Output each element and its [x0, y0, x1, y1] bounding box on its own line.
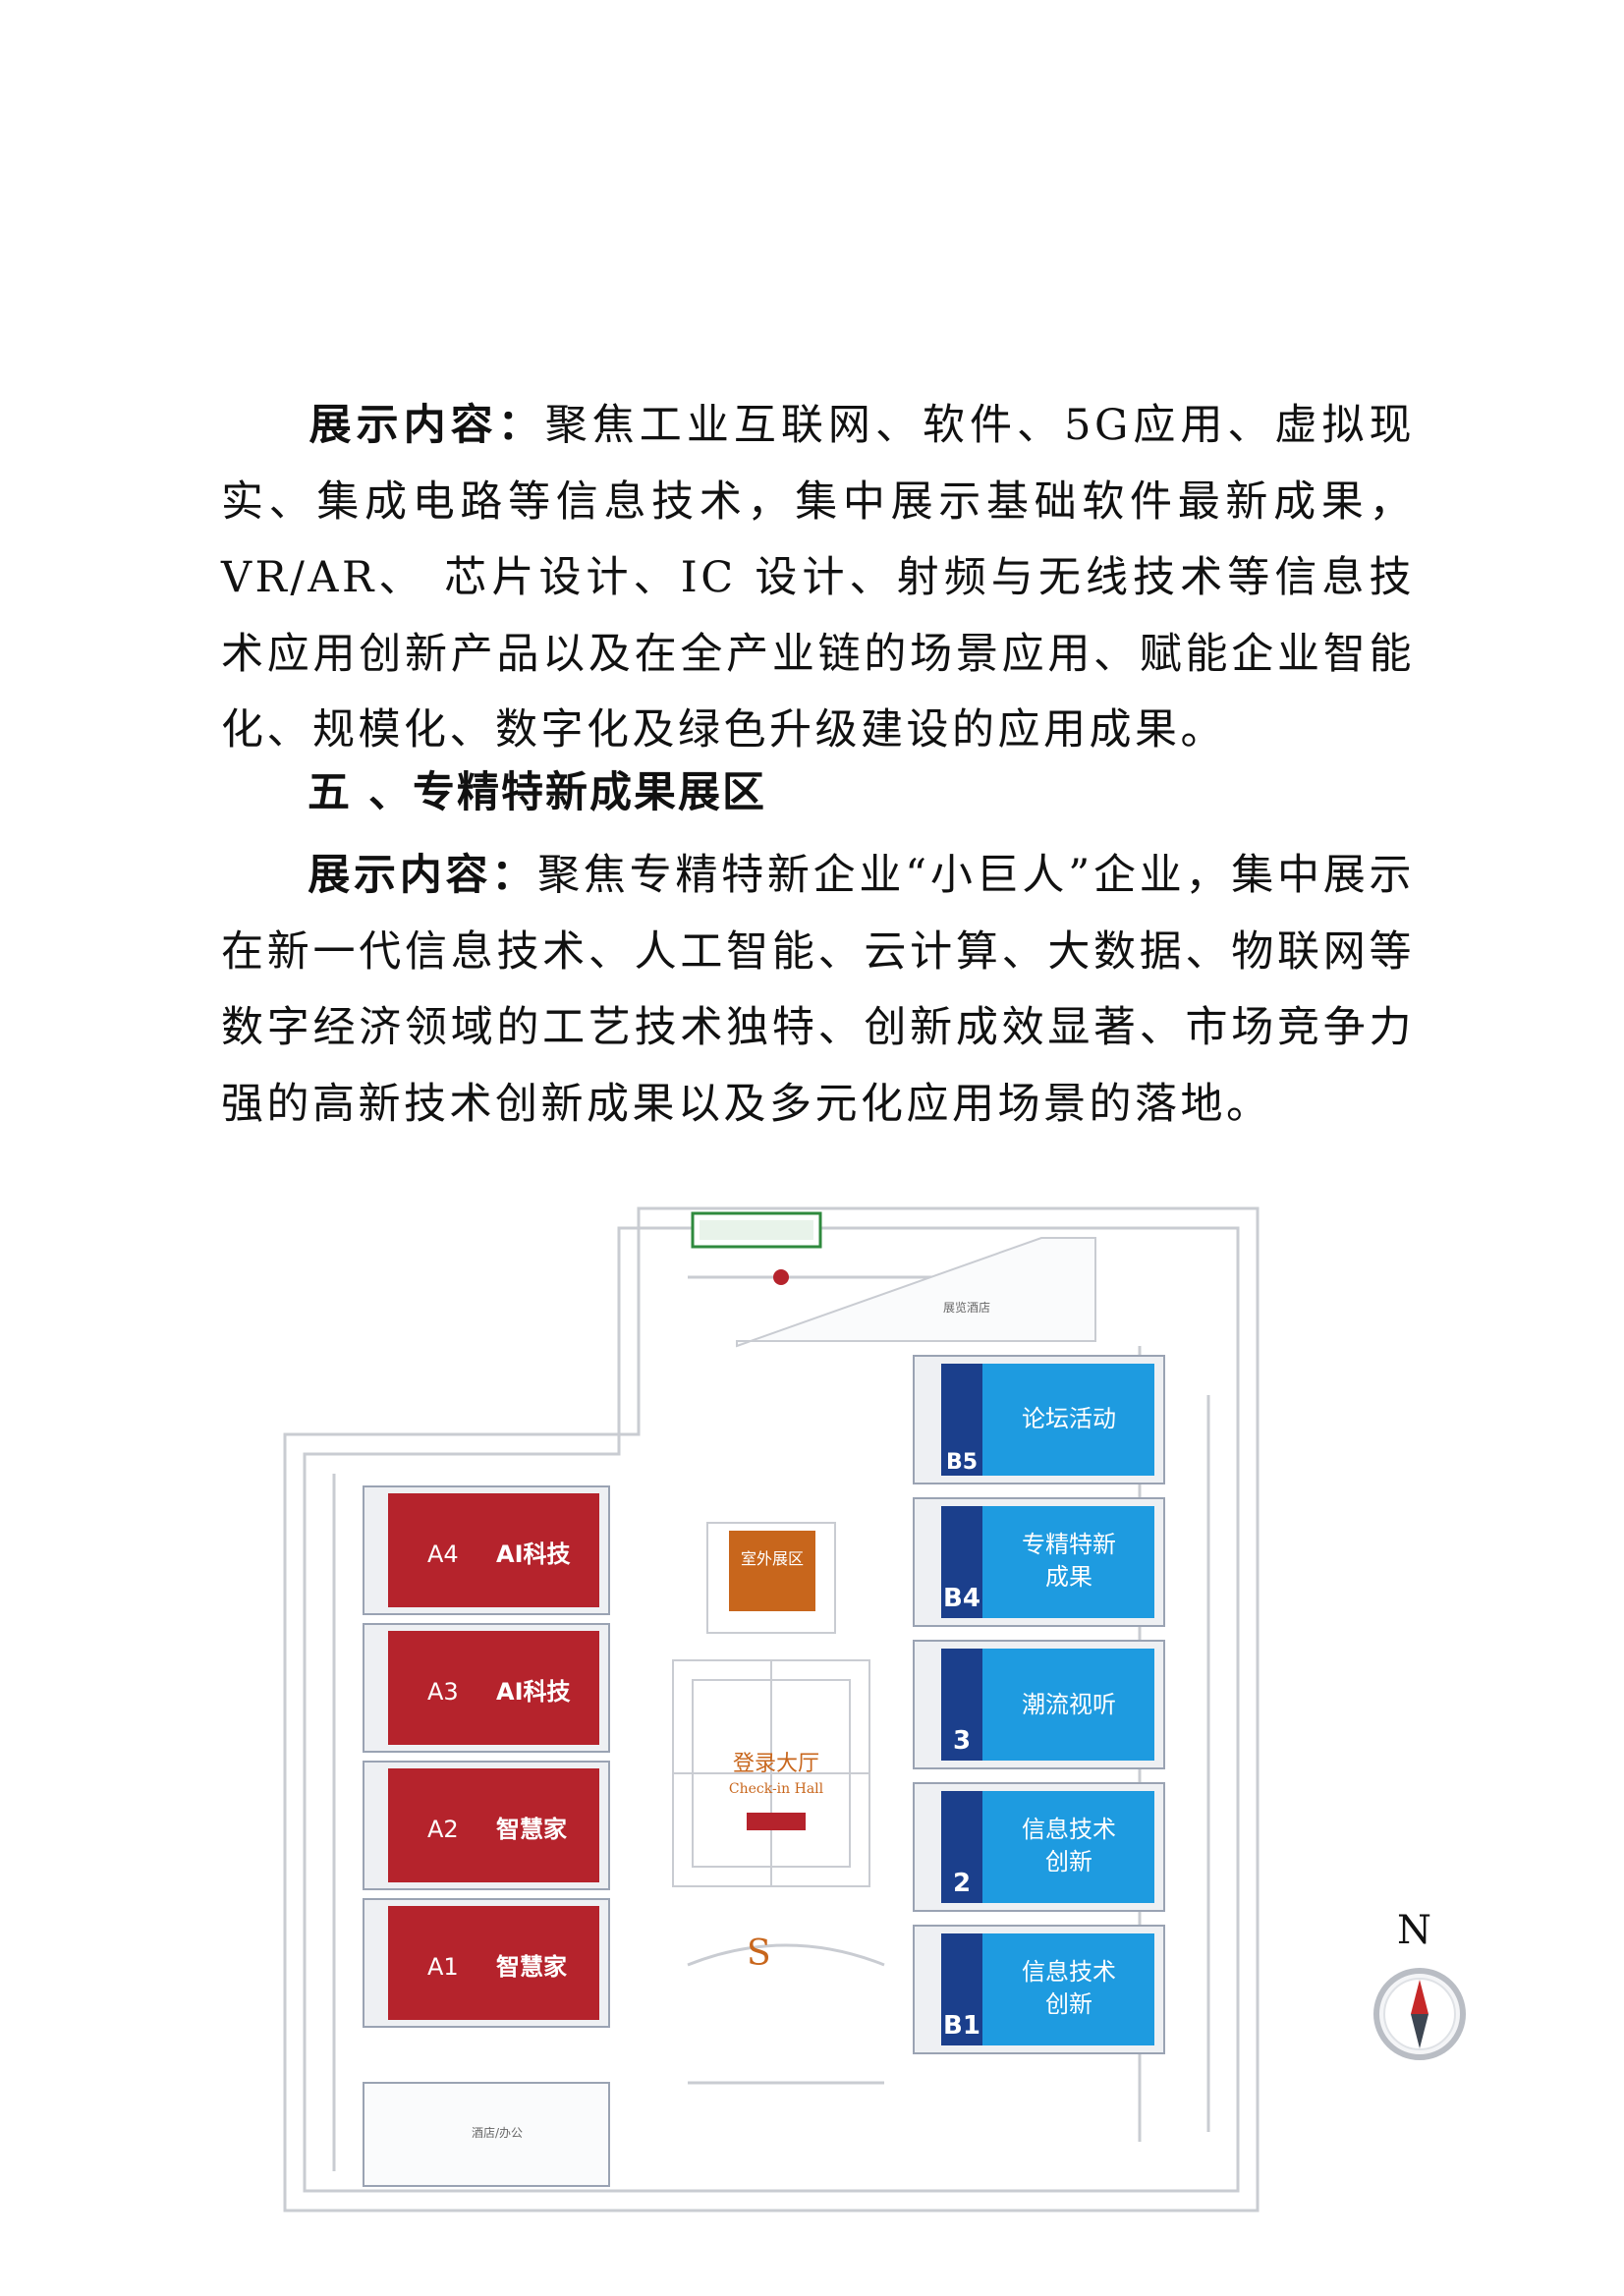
- hall-b5-name: 论坛活动: [1022, 1405, 1116, 1432]
- section4-text: 聚焦工业互联网、软件、5G应用、虚拟现实、集成电路等信息技术，集中展示基础软件最…: [221, 401, 1416, 755]
- hall-b4-name2: 成果: [1045, 1563, 1092, 1591]
- hall-a3-code: A3: [427, 1678, 459, 1706]
- hall-b1-code: B1: [943, 2011, 980, 2041]
- hall-a4[interactable]: [388, 1493, 599, 1607]
- checkin-desk: [747, 1813, 806, 1830]
- hall-a2[interactable]: [388, 1768, 599, 1882]
- compass-north-label: N: [1397, 1908, 1431, 1953]
- venue-map: 展览酒店 A4 AI科技 A3 AI科技 A2 智慧家 A1 智慧家 室外展区 …: [283, 1206, 1260, 2212]
- hall-a2-code: A2: [427, 1816, 459, 1843]
- section5-heading: 五 、专精特新成果展区: [308, 768, 766, 817]
- hall-a3-name: AI科技: [496, 1678, 572, 1706]
- section4-lead: 展示内容：: [308, 401, 545, 450]
- hall-a1-name: 智慧家: [496, 1953, 567, 1981]
- checkin-hall-cn: 登录大厅: [733, 1752, 819, 1776]
- hall-b4-code: B4: [943, 1584, 980, 1613]
- hall-a1[interactable]: [388, 1906, 599, 2020]
- a-halls: A4 AI科技 A3 AI科技 A2 智慧家 A1 智慧家: [363, 1485, 610, 2028]
- top-hotel-label: 展览酒店: [943, 1300, 990, 1315]
- hall-b2[interactable]: [982, 1791, 1154, 1903]
- hall-a2-name: 智慧家: [496, 1816, 567, 1843]
- hall-b2-code: 2: [953, 1869, 971, 1898]
- outdoor-exhibition-label: 室外展区: [741, 1549, 804, 1568]
- b-halls: B5 论坛活动 B4 专精特新 成果 3 潮流视听 2 信息技术 创新 B1 信…: [913, 1355, 1165, 2054]
- hall-b3-code: 3: [953, 1726, 971, 1756]
- hall-b1-name1: 信息技术: [1022, 1958, 1116, 1986]
- hall-b5-code: B5: [946, 1450, 978, 1475]
- hall-a3[interactable]: [388, 1631, 599, 1745]
- hotel-office-label: 酒店/办公: [472, 2125, 523, 2140]
- top-hotel-building: [736, 1237, 1096, 1348]
- hall-b5[interactable]: [982, 1364, 1154, 1476]
- section4-paragraph: 展示内容：聚焦工业互联网、软件、5G应用、虚拟现实、集成电路等信息技术，集中展示…: [221, 388, 1415, 769]
- checkin-structure: [672, 1659, 870, 1887]
- checkin-hall-en: Check-in Hall: [729, 1781, 824, 1797]
- hall-a4-name: AI科技: [496, 1540, 572, 1568]
- hall-b4-name1: 专精特新: [1022, 1531, 1116, 1558]
- hall-b4[interactable]: [982, 1506, 1154, 1618]
- hall-b3-name: 潮流视听: [1022, 1691, 1116, 1718]
- top-sign-inner: [700, 1220, 813, 1240]
- hall-b1-name2: 创新: [1045, 1990, 1092, 2018]
- section5-text: 聚焦专精特新企业“小巨人”企业，集中展示在新一代信息技术、人工智能、云计算、大数…: [221, 851, 1416, 1129]
- hall-b2-name2: 创新: [1045, 1848, 1092, 1876]
- hall-b2-name1: 信息技术: [1022, 1816, 1116, 1843]
- hotel-office-building: [363, 2082, 610, 2187]
- hall-b3[interactable]: [982, 1649, 1154, 1761]
- section5-paragraph: 展示内容：聚焦专精特新企业“小巨人”企业，集中展示在新一代信息技术、人工智能、云…: [221, 838, 1415, 1143]
- outdoor-exhibition[interactable]: [729, 1531, 815, 1611]
- hall-a4-code: A4: [427, 1540, 459, 1568]
- hall-b1[interactable]: [982, 1933, 1154, 2045]
- location-marker: [773, 1269, 789, 1285]
- section5-lead: 展示内容：: [308, 851, 538, 900]
- hall-a1-code: A1: [427, 1953, 459, 1981]
- road-lines: [283, 1206, 1260, 2212]
- s-area-label: S: [747, 1933, 771, 1974]
- compass-icon: [1373, 1968, 1466, 2060]
